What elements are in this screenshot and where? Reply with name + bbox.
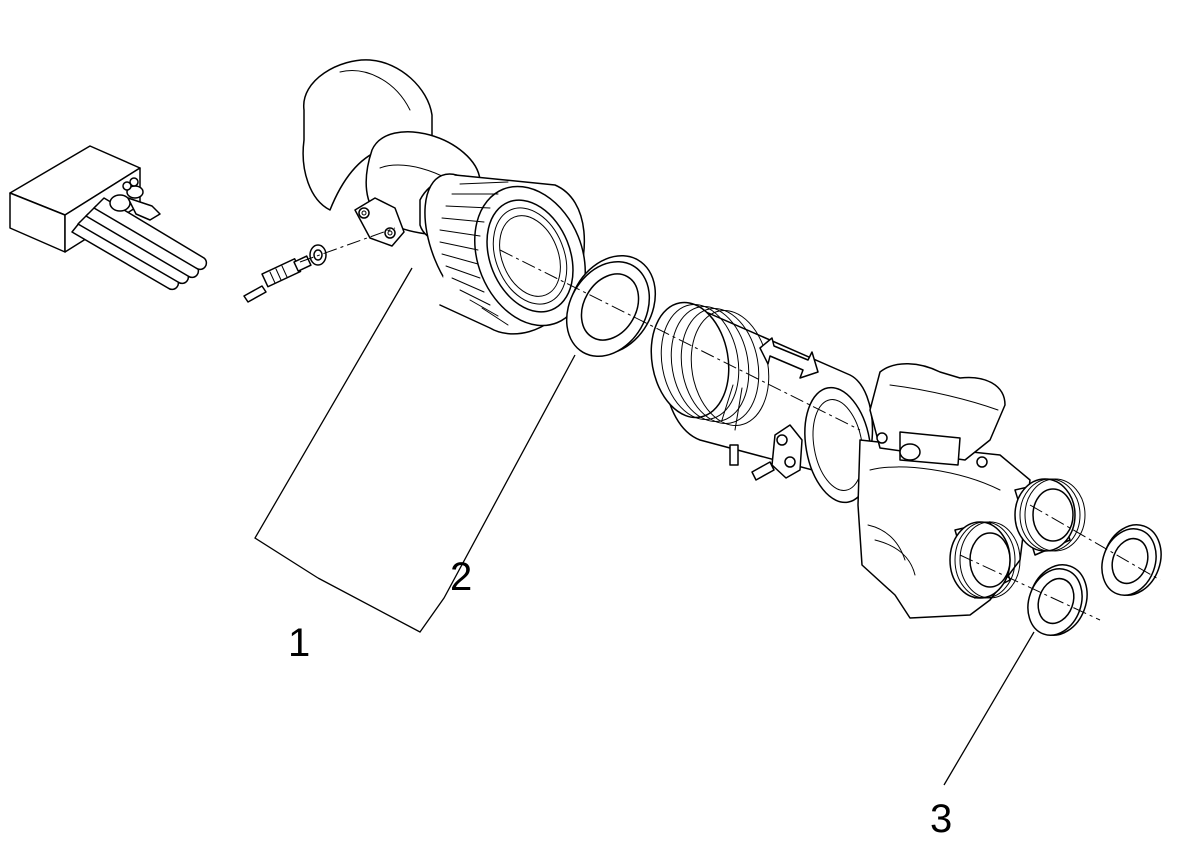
outlet-port-front <box>949 521 1021 599</box>
connector-clip <box>109 177 161 221</box>
callout-number-3: 3 <box>930 797 952 841</box>
port-seal-ring-back <box>1101 524 1162 596</box>
sensor-pin <box>243 255 312 303</box>
assembly-center-lines <box>299 227 1161 621</box>
pin-washer <box>309 244 327 266</box>
valve-cap <box>869 363 1006 468</box>
body-sensor-port <box>721 384 803 481</box>
callout-number-2: 2 <box>450 555 472 599</box>
flat-seal-ring <box>565 254 657 358</box>
knurl-ridges <box>439 181 509 326</box>
union-nut <box>424 173 586 335</box>
outlet-port-back <box>1014 478 1086 556</box>
callout-number-1: 1 <box>288 621 310 665</box>
wire-bundle <box>71 197 208 291</box>
callout-leader-lines <box>254 267 1035 786</box>
mounting-bracket <box>354 197 405 247</box>
valve-body <box>804 363 1086 619</box>
flow-direction-arrow <box>759 337 819 379</box>
wire-connector-block <box>9 145 208 291</box>
